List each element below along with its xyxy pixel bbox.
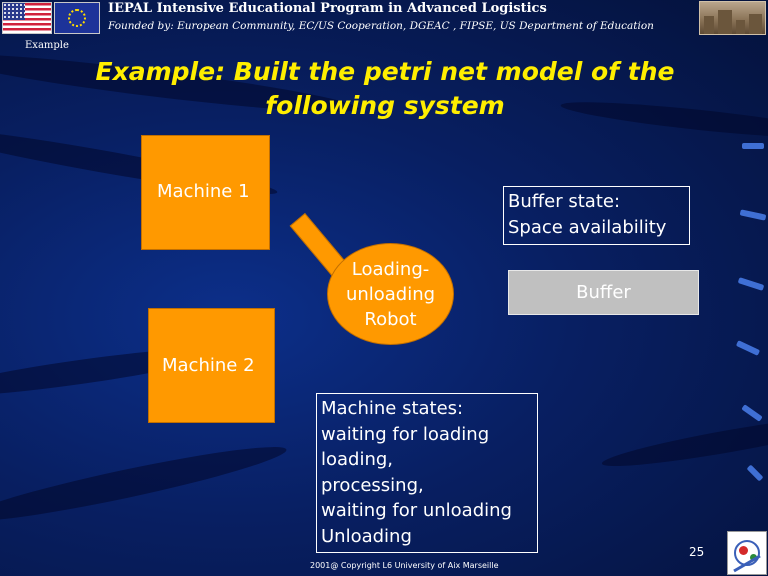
buffer-state-box: Buffer state: Space availability (503, 186, 690, 245)
machine-state-line: processing, (321, 474, 424, 496)
machine-2-box (148, 308, 275, 423)
section-label: Example (25, 40, 69, 51)
buffer-state-line: Buffer state: (508, 191, 621, 212)
us-flag-canton (3, 3, 25, 20)
background-dash (742, 143, 764, 149)
photo-building (704, 16, 714, 34)
robot-label: Loading- unloading Robot (346, 257, 435, 332)
background-dash (746, 464, 764, 482)
page-number: 25 (689, 545, 705, 559)
machine-2-label: Machine 2 (162, 355, 255, 376)
photo-building (736, 20, 745, 34)
machine-state-line: waiting for unloading (321, 500, 512, 521)
background-dash (735, 340, 761, 356)
buffer-state-line: Space availability (508, 216, 667, 238)
machine-1-label: Machine 1 (157, 181, 250, 202)
buffer-label: Buffer (576, 282, 631, 303)
photo-building (749, 14, 762, 34)
robot-label-line: unloading (345, 283, 436, 305)
machine-state-line: waiting for loading (321, 423, 490, 445)
university-logo-icon (727, 531, 767, 575)
slide-title-line: following system (265, 91, 505, 120)
machine-state-line: loading, (321, 449, 394, 470)
robot-label-line: Loading- (351, 258, 430, 280)
photo-building (718, 10, 732, 34)
robot-label-line: Robot (364, 308, 417, 330)
header-bar: IEPAL Intensive Educational Program in A… (0, 0, 768, 38)
machine-states-box: Machine states: waiting for loading load… (316, 393, 538, 553)
buffer-box: Buffer (508, 270, 699, 315)
header-subtitle: Founded by: European Community, EC/US Co… (108, 20, 654, 32)
us-flag-icon (2, 2, 52, 34)
background-dash (737, 277, 765, 291)
slide-title: Example: Built the petri net model of th… (40, 55, 730, 123)
eu-flag-icon (54, 2, 100, 34)
background-streak (0, 436, 290, 532)
eu-flag-stars (68, 9, 86, 27)
machine-1-box (141, 135, 270, 250)
background-dash (739, 209, 767, 221)
copyright-text: 2001@ Copyright L6 University of Aix Mar… (310, 561, 499, 570)
robot-ellipse: Loading- unloading Robot (327, 243, 454, 345)
machine-state-line: Unloading (321, 525, 412, 547)
slide-title-line: Example: Built the petri net model of th… (95, 57, 675, 86)
header-title: IEPAL Intensive Educational Program in A… (108, 1, 547, 16)
machine-state-line: Machine states: (321, 398, 464, 419)
background-dash (741, 404, 763, 422)
background-streak (600, 407, 768, 475)
university-photo-icon (699, 1, 766, 35)
logo-dot (739, 546, 748, 555)
